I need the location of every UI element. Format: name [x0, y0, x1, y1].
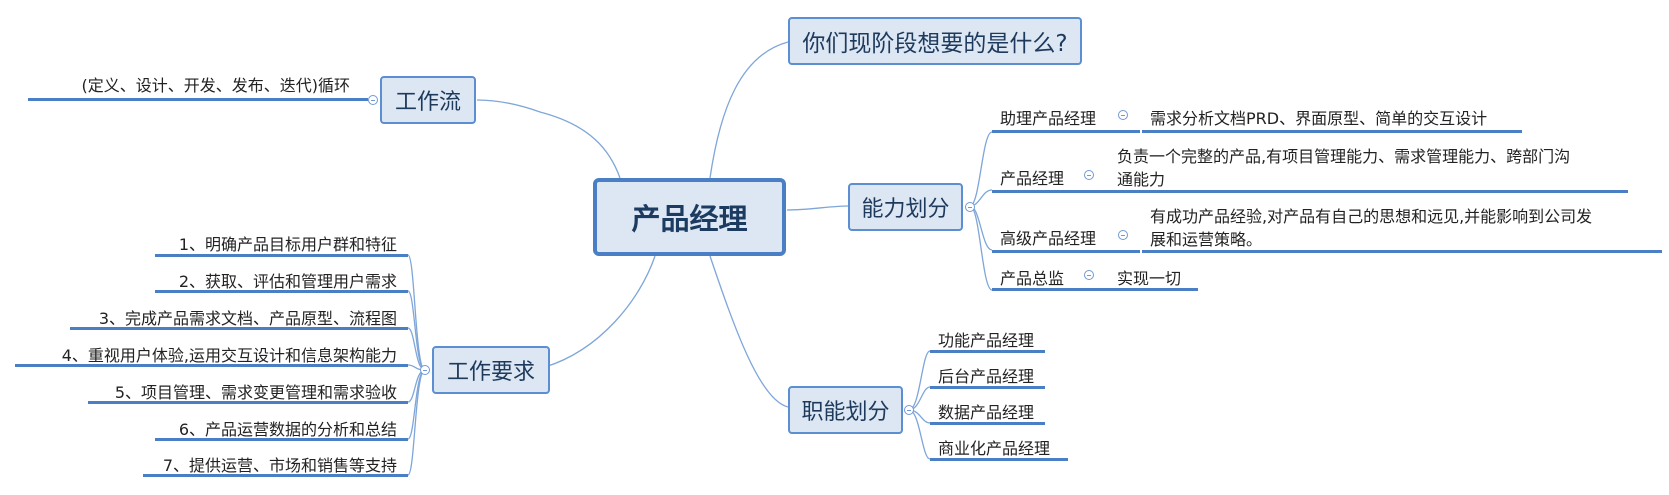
level-desc-underline — [1142, 130, 1522, 133]
functions-node[interactable]: 职能划分 — [788, 386, 903, 434]
requirements-node[interactable]: 工作要求 — [432, 346, 550, 394]
function-item: 功能产品经理 — [938, 331, 1035, 350]
function-item: 数据产品经理 — [938, 403, 1035, 422]
capability-node[interactable]: 能力划分 — [848, 183, 963, 231]
requirements-label: 工作要求 — [446, 360, 535, 385]
capability-level-desc: 需求分析文档PRD、界面原型、简单的交互设计 — [1150, 109, 1488, 128]
requirement-item: 1、明确产品目标用户群和特征 — [178, 235, 397, 254]
workflow-node[interactable]: 工作流 — [380, 76, 476, 124]
level-desc-underline — [1108, 288, 1198, 291]
requirement-item: 6、产品运营数据的分析和总结 — [178, 420, 397, 439]
level-collapse-icon[interactable] — [1118, 110, 1128, 120]
level-desc-underline — [1108, 190, 1628, 193]
capability-level-desc-line1: 有成功产品经验,对产品有自己的思想和远见,并能影响到公司发 — [1150, 207, 1593, 226]
level-collapse-icon[interactable] — [1118, 230, 1128, 240]
root-label: 产品经理 — [631, 202, 748, 236]
level-title-underline — [992, 288, 1108, 291]
function-underline — [930, 458, 1068, 461]
capability-label: 能力划分 — [861, 197, 950, 222]
requirement-item: 3、完成产品需求文档、产品原型、流程图 — [98, 309, 397, 328]
function-item: 后台产品经理 — [938, 367, 1035, 386]
level-desc-underline — [1142, 250, 1662, 253]
requirement-underline — [70, 327, 408, 330]
functions-collapse-icon[interactable] — [904, 405, 914, 415]
function-underline — [930, 350, 1045, 353]
requirement-underline — [155, 438, 408, 441]
capability-collapse-icon[interactable] — [965, 202, 975, 212]
functions-label: 职能划分 — [801, 400, 890, 425]
requirement-underline — [143, 474, 408, 477]
workflow-label: 工作流 — [394, 90, 461, 115]
function-item: 商业化产品经理 — [938, 439, 1051, 458]
capability-level-title: 产品经理 — [1000, 169, 1065, 188]
level-collapse-icon[interactable] — [1084, 170, 1094, 180]
capability-level-desc: 实现一切 — [1117, 269, 1182, 288]
capability-level-title: 助理产品经理 — [1000, 109, 1097, 128]
capability-level-desc-line1: 负责一个完整的产品,有项目管理能力、需求管理能力、跨部门沟 — [1117, 147, 1571, 166]
question-node[interactable]: 你们现阶段想要的是什么? — [788, 17, 1082, 65]
requirement-item: 5、项目管理、需求变更管理和需求验收 — [114, 383, 397, 402]
capability-level-title: 产品总监 — [1000, 269, 1065, 288]
workflow-collapse-icon[interactable] — [368, 95, 378, 105]
root-node[interactable]: 产品经理 — [593, 178, 786, 256]
workflow-detail: (定义、设计、开发、发布、迭代)循环 — [81, 76, 351, 95]
function-underline — [930, 422, 1045, 425]
level-title-underline — [992, 250, 1140, 253]
question-label: 你们现阶段想要的是什么? — [802, 31, 1068, 57]
requirement-underline — [155, 290, 408, 293]
capability-level-desc-line2: 展和运营策略。 — [1150, 230, 1263, 249]
requirement-underline — [15, 364, 408, 367]
level-collapse-icon[interactable] — [1084, 270, 1094, 280]
requirement-underline — [88, 401, 408, 404]
capability-level-desc-line2: 通能力 — [1117, 170, 1166, 189]
capability-level-title: 高级产品经理 — [1000, 229, 1097, 248]
level-title-underline — [992, 130, 1140, 133]
level-title-underline — [992, 190, 1108, 193]
requirement-item: 7、提供运营、市场和销售等支持 — [162, 456, 397, 475]
function-underline — [930, 386, 1045, 389]
requirement-item: 4、重视用户体验,运用交互设计和信息架构能力 — [61, 346, 397, 365]
requirement-item: 2、获取、评估和管理用户需求 — [178, 272, 397, 291]
workflow-detail-underline — [28, 98, 368, 101]
requirement-underline — [155, 254, 408, 257]
requirements-collapse-icon[interactable] — [420, 365, 430, 375]
